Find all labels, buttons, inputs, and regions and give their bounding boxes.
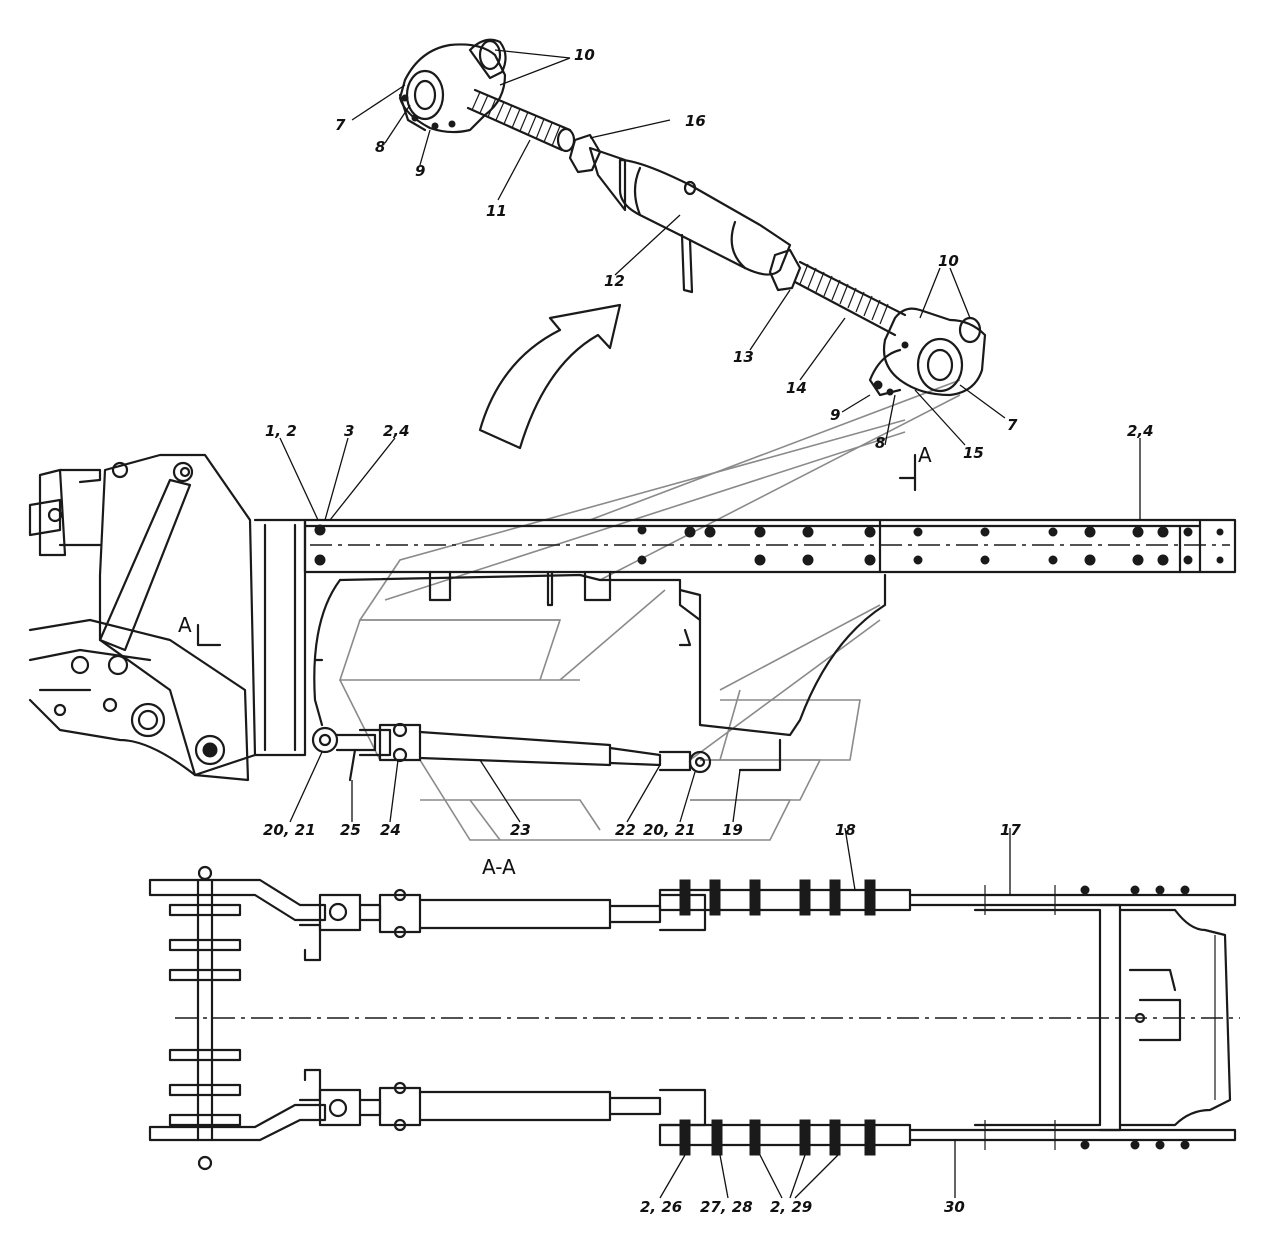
callout-30: 30	[944, 1198, 965, 1216]
callout-24: 24	[380, 821, 401, 839]
callout-14: 14	[786, 379, 807, 397]
leader-lines	[279, 49, 1141, 1199]
curved-arrow	[478, 303, 622, 450]
callout-10-right: 10	[938, 252, 959, 270]
frame-side-view	[28, 453, 1237, 782]
callout-15: 15	[963, 444, 984, 462]
callout-7-top: 7	[335, 116, 346, 134]
view-marker-top	[898, 453, 917, 492]
callout-19: 19	[722, 821, 743, 839]
callout-18: 18	[835, 821, 856, 839]
adjustable-link-assembly	[398, 38, 987, 397]
callout-2-26: 2, 26	[640, 1198, 682, 1216]
section-title-a-a: A-A	[482, 855, 516, 879]
section-labels: A A A-A	[178, 443, 932, 879]
plan-view	[148, 865, 1240, 1171]
callout-labels: 10 7 8 9 16 11 12 10 13 14 9 8 15 7 1, 2…	[263, 46, 1154, 1216]
beam-bolts	[314, 524, 1224, 566]
callout-23: 23	[510, 821, 531, 839]
callout-9-top: 9	[415, 162, 425, 180]
callout-13: 13	[733, 348, 754, 366]
callout-20-21-right: 20, 21	[643, 821, 696, 839]
callout-20-21-left: 20, 21	[263, 821, 316, 839]
callout-22: 22	[615, 821, 636, 839]
callout-2-4-right: 2,4	[1127, 422, 1154, 440]
callout-1-2: 1, 2	[265, 422, 297, 440]
callout-10-top: 10	[574, 46, 595, 64]
callout-17: 17	[1000, 821, 1021, 839]
callout-9-right: 9	[830, 406, 840, 424]
callout-2-4-left: 2,4	[383, 422, 410, 440]
view-marker-a-top: A	[918, 443, 932, 467]
callout-11: 11	[486, 202, 507, 220]
view-marker-a-left: A	[178, 613, 192, 637]
callout-8-right: 8	[875, 434, 885, 452]
projection-lines	[338, 379, 961, 841]
callout-8-top: 8	[375, 138, 385, 156]
callout-12: 12	[604, 272, 625, 290]
callout-2-29: 2, 29	[770, 1198, 812, 1216]
callout-27-28: 27, 28	[700, 1198, 753, 1216]
callout-25: 25	[340, 821, 361, 839]
callout-7-right: 7	[1007, 416, 1018, 434]
view-marker-left	[196, 623, 222, 647]
callout-16: 16	[685, 112, 706, 130]
callout-3: 3	[344, 422, 354, 440]
